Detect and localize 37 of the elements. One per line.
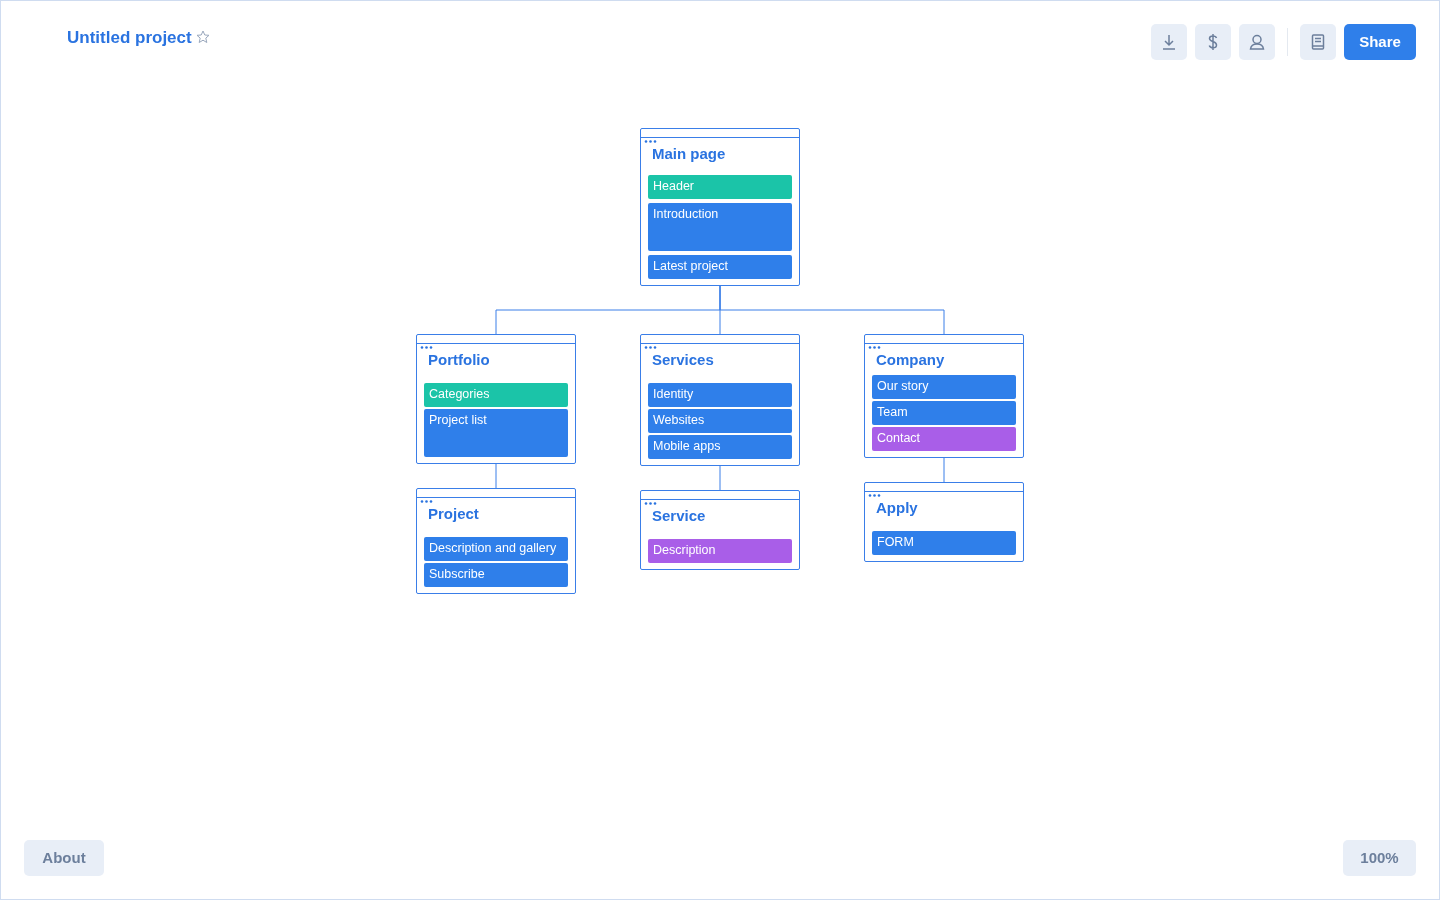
section-block: Identity: [648, 383, 792, 407]
section-block: Introduction: [648, 203, 792, 251]
zoom-level-button: 100%: [1343, 840, 1416, 876]
page-card: [416, 488, 576, 594]
page-card: [864, 334, 1024, 458]
page-title: Main page: [652, 145, 726, 162]
page-card: [416, 334, 576, 464]
about-button: About: [24, 840, 104, 876]
page-title: Services: [652, 351, 714, 368]
page-title: Project: [428, 505, 479, 522]
section-block: Description and gallery: [424, 537, 568, 561]
page-title: Service: [652, 507, 706, 524]
section-block: Our story: [872, 375, 1016, 399]
connector-line: [719, 285, 945, 335]
page-card: [640, 334, 800, 466]
section-block: Contact: [872, 427, 1016, 451]
project-title: Untitled project: [67, 28, 192, 48]
page-title: Company: [876, 351, 945, 368]
section-block: Categories: [424, 383, 568, 407]
section-block: Subscribe: [424, 563, 568, 587]
section-block: FORM: [872, 531, 1016, 555]
section-block: Team: [872, 401, 1016, 425]
section-block: Description: [648, 539, 792, 563]
page-card: [640, 490, 800, 570]
section-block: Websites: [648, 409, 792, 433]
page-card: [864, 482, 1024, 562]
connector-line: [719, 465, 721, 491]
connector-line: [943, 457, 945, 483]
section-block: Project list: [424, 409, 568, 457]
section-block: Mobile apps: [648, 435, 792, 459]
section-block: Latest project: [648, 255, 792, 279]
section-block: Header: [648, 175, 792, 199]
connector-line: [495, 463, 497, 489]
page-card: [640, 128, 800, 286]
page-title: Portfolio: [428, 351, 490, 368]
share-button: Share: [1344, 24, 1416, 60]
page-title: Apply: [876, 499, 918, 516]
